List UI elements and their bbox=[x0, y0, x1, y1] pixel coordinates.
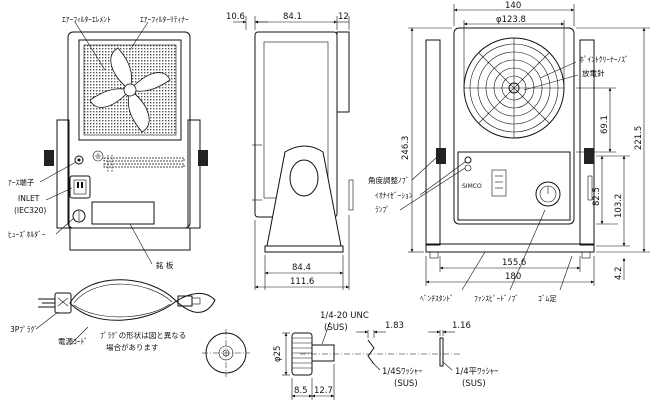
plug-note-line2: 場合があります bbox=[106, 342, 159, 352]
side-view bbox=[252, 31, 354, 253]
dim-12: 12 bbox=[338, 12, 349, 22]
dim-221-5: 221.5 bbox=[634, 126, 644, 150]
power-cord bbox=[38, 279, 216, 321]
spring-washer: 1.83 bbox=[356, 321, 404, 365]
fan-speed-knob bbox=[535, 181, 561, 207]
thread-material: (SUS) bbox=[324, 323, 348, 333]
ionizing-lamp bbox=[464, 156, 472, 164]
rear-stand-right bbox=[579, 39, 595, 246]
rear-base bbox=[425, 243, 595, 253]
dim-111-6: 111.6 bbox=[290, 277, 314, 287]
dim-dia-25: φ25 bbox=[273, 346, 283, 362]
rear-angle-knob-left bbox=[436, 148, 446, 164]
dim-180: 180 bbox=[505, 272, 521, 282]
dim-246-3: 246.3 bbox=[401, 136, 411, 160]
nameplate bbox=[91, 201, 155, 225]
dim-155-6: 155.6 bbox=[502, 258, 526, 268]
dim-8-5: 8.5 bbox=[294, 386, 308, 396]
earth-terminal bbox=[74, 155, 84, 165]
dim-12-7: 12.7 bbox=[314, 386, 333, 396]
plug-note-line1: ﾌﾟﾗｸﾞの形状は図と異なる bbox=[100, 330, 186, 340]
inlet bbox=[69, 175, 91, 199]
flat-washer: 1.16 bbox=[428, 321, 471, 367]
front-stand-right bbox=[187, 119, 201, 229]
filter-frame bbox=[78, 39, 182, 141]
dim-1-83: 1.83 bbox=[385, 321, 404, 331]
side-dimensions: 10.6 84.1 12 84.4 111.6 bbox=[226, 12, 350, 290]
earth-terminal-label: ｱｰｽ端子 bbox=[8, 177, 35, 187]
dim-69-1: 69.1 bbox=[600, 115, 610, 134]
front-view bbox=[44, 31, 208, 251]
dim-82-5: 82.5 bbox=[592, 187, 602, 206]
filter-retainer bbox=[89, 47, 171, 133]
flat-washer-material: (SUS) bbox=[462, 379, 486, 389]
ionizing-lamp-label: ｲｵﾅｲｾﾞｰｼｮﾝ bbox=[375, 191, 413, 200]
fan-speed-knob-label: ﾌｧﾝｽﾋﾟｰﾄﾞﾉﾌﾞ bbox=[474, 294, 519, 303]
spring-washer-label: 1/4Sﾜｯｼｬｰ bbox=[382, 367, 422, 377]
dim-dia-123-8: φ123.8 bbox=[496, 15, 526, 25]
vent-slots bbox=[103, 155, 185, 172]
plug bbox=[38, 292, 72, 314]
inlet-label: INLET bbox=[18, 194, 40, 203]
flat-washer-label: 1/4平ﾜｯｼｬｰ bbox=[455, 367, 498, 377]
dim-4-2: 4.2 bbox=[614, 266, 624, 280]
lamp-label: ﾗﾝﾌﾟ bbox=[375, 205, 390, 214]
rear-view: SIMCO bbox=[425, 27, 595, 259]
side-flange bbox=[336, 31, 350, 113]
plug-label: 3Pﾌﾟﾗｸﾞ bbox=[10, 325, 38, 334]
dim-84-1: 84.1 bbox=[283, 12, 302, 22]
fuse-holder-label: ﾋｭｰｽﾞﾎﾙﾀﾞｰ bbox=[8, 230, 46, 239]
filter-retainer-label: ｴｱｰﾌｨﾙﾀｰﾘﾃｨﾅｰ bbox=[140, 15, 189, 24]
front-labels: ｴｱｰﾌｨﾙﾀｰｴﾚﾒﾝﾄ ｴｱｰﾌｨﾙﾀｰﾘﾃｨﾅｰ ｱｰｽ端子 INLET … bbox=[8, 15, 189, 270]
hardware: φ25 8.5 12.7 1/4-20 UNC (SUS) 1.83 1/4Sﾜ… bbox=[202, 311, 498, 400]
rear-dimensions: 140 φ123.8 246.3 69.1 221.5 82.5 103.2 4… bbox=[401, 1, 650, 286]
inlet-standard-label: (IEC320) bbox=[14, 206, 46, 215]
fan-guard bbox=[463, 37, 565, 139]
cord-labels: 3Pﾌﾟﾗｸﾞ 電源ｺｰﾄﾞ ﾌﾟﾗｸﾞの形状は図と異なる 場合があります bbox=[10, 311, 186, 352]
nameplate-label: 銘 板 bbox=[156, 260, 174, 270]
dim-84-4: 84.4 bbox=[292, 263, 311, 273]
thread-label: 1/4-20 UNC bbox=[320, 311, 369, 321]
rear-angle-knob-right bbox=[584, 148, 594, 164]
front-base bbox=[69, 227, 191, 251]
fuse-holder bbox=[72, 209, 86, 223]
rear-labels: ﾎﾟｲﾝﾄｸﾘｰﾅｰﾉｽﾞ 放電針 角度調整ﾉﾌﾞ ｲｵﾅｲｾﾞｰｼｮﾝ ﾗﾝﾌ… bbox=[368, 55, 629, 303]
angle-knob-label: 角度調整ﾉﾌﾞ bbox=[368, 175, 409, 185]
knob-side-view bbox=[291, 332, 460, 376]
discharge-needle-label: 放電針 bbox=[582, 68, 605, 78]
dim-140: 140 bbox=[505, 1, 521, 11]
brand-label: SIMCO bbox=[462, 183, 482, 190]
spring-washer-material: (SUS) bbox=[394, 379, 418, 389]
angle-knob-left bbox=[44, 150, 54, 166]
angle-knob-right bbox=[198, 150, 208, 166]
pointer-needle-label: ﾎﾟｲﾝﾄｸﾘｰﾅｰﾉｽﾞ bbox=[580, 55, 629, 64]
rubber-foot-label: ｺﾞﾑ足 bbox=[538, 294, 557, 303]
earth-symbol bbox=[92, 150, 104, 162]
side-base bbox=[264, 245, 344, 253]
filter-element-label: ｴｱｰﾌｨﾙﾀｰｴﾚﾒﾝﾄ bbox=[62, 15, 111, 24]
front-stand-left bbox=[56, 119, 70, 229]
rear-body bbox=[453, 27, 575, 225]
dim-10-6: 10.6 bbox=[226, 12, 245, 22]
cord-label: 電源ｺｰﾄﾞ bbox=[58, 337, 88, 346]
control-panel bbox=[457, 151, 571, 221]
rear-stand-left bbox=[425, 39, 441, 246]
bench-stand-label: ﾍﾞﾝﾁｽﾀﾝﾄﾞ bbox=[420, 294, 454, 303]
dim-1-16: 1.16 bbox=[452, 321, 471, 331]
dim-103-2: 103.2 bbox=[614, 194, 624, 218]
front-body bbox=[67, 31, 191, 229]
